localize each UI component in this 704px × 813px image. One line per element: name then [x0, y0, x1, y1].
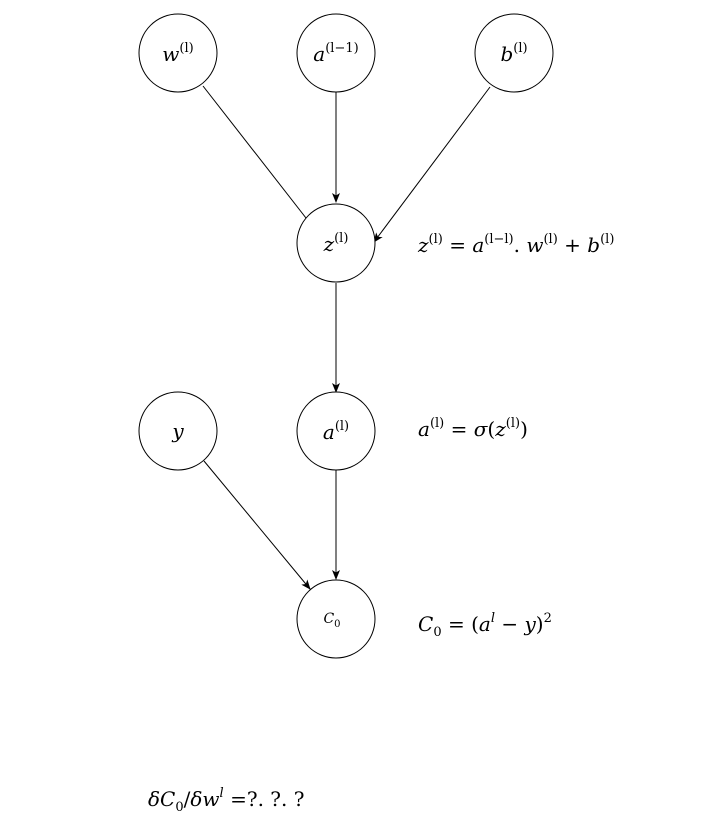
node-w: w(l): [138, 13, 218, 93]
node-z: z(l): [296, 203, 376, 283]
svg-text:a(l): a(l): [323, 419, 349, 444]
svg-text:z(l): z(l): [323, 231, 349, 256]
svg-text:C0: C0: [323, 611, 340, 630]
edge-y-to-c0: [203, 460, 311, 590]
equation-c0: C0 = (al − y)2: [418, 611, 552, 640]
node-a-prev: a(l−1): [296, 13, 376, 93]
edge-w-to-z: [202, 85, 314, 228]
svg-text:a(l−1): a(l−1): [313, 41, 358, 66]
derivative-question: δC0/δwl =?. ?. ?: [148, 786, 304, 813]
svg-text:b(l): b(l): [500, 41, 527, 66]
equation-a: a(l) = σ(z(l)): [418, 416, 528, 441]
svg-text:w(l): w(l): [162, 41, 193, 66]
svg-text:y: y: [171, 419, 184, 443]
node-y: y: [138, 391, 218, 471]
node-b: b(l): [474, 13, 554, 93]
node-c0: C0: [296, 579, 376, 659]
equation-z: z(l) = a(l−l). w(l) + b(l): [417, 232, 614, 257]
node-a: a(l): [296, 391, 376, 471]
edge-b-to-z: [373, 86, 491, 243]
